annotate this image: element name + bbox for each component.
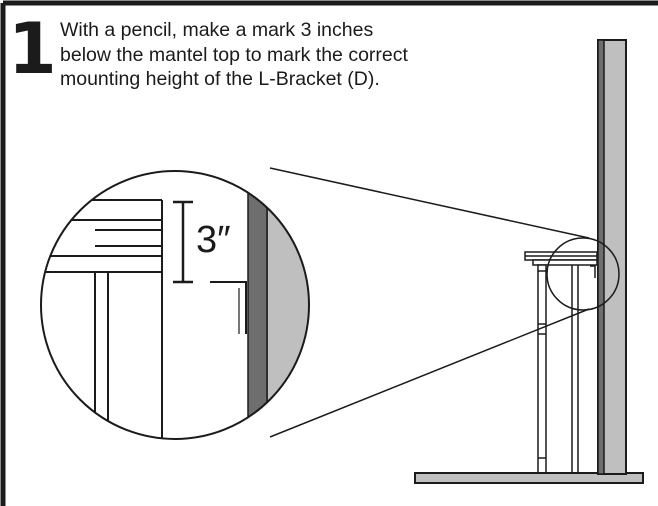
step-number: 1	[8, 8, 57, 90]
dimension-marker	[173, 200, 193, 284]
zoom-target-circle	[546, 237, 620, 311]
zoom-projection-lines	[269, 167, 590, 438]
floor	[414, 472, 644, 484]
wall	[597, 39, 627, 475]
dimension-label: 3″	[196, 219, 231, 261]
step-instruction: With a pencil, make a mark 3 inches belo…	[60, 19, 408, 90]
mantel	[524, 251, 598, 473]
